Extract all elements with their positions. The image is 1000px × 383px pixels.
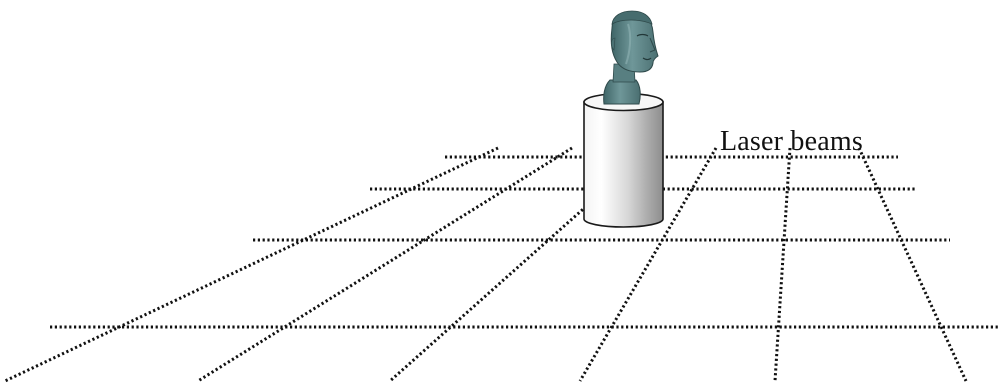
- beam-diagonal-1: [5, 148, 498, 381]
- laser-beams-label: Laser beams: [720, 126, 863, 158]
- beam-diagonal-5: [775, 148, 790, 381]
- horizontal-beams: [50, 157, 998, 327]
- beam-diagonal-6: [859, 148, 966, 381]
- diagonal-beams: [5, 148, 966, 381]
- beam-diagonal-3: [390, 203, 590, 381]
- cylinder-pedestal-icon: [584, 94, 663, 228]
- sculpture-bust-icon: [604, 11, 658, 104]
